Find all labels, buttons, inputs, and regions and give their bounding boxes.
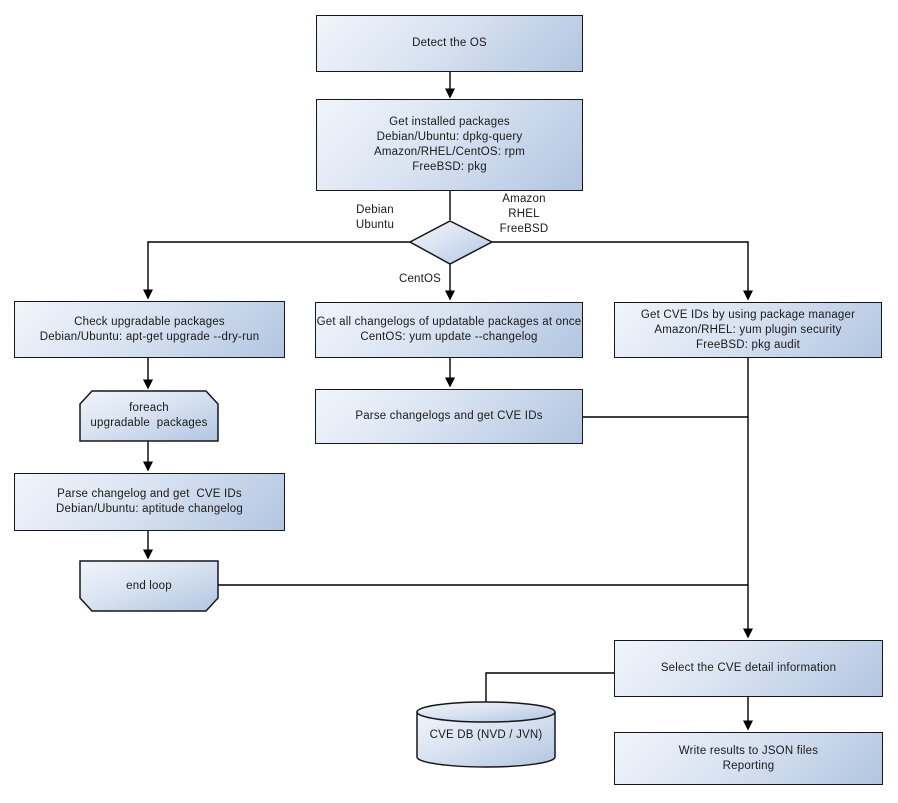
node-line: end loop <box>126 579 172 592</box>
node-detect-os: Detect the OS <box>316 15 583 72</box>
node-get-all-changelogs: Get all changelogs of updatable packages… <box>315 302 583 358</box>
node-line: Detect the OS <box>412 37 487 49</box>
branch-label-line: RHEL <box>508 208 540 220</box>
node-line: FreeBSD: pkg audit <box>696 338 800 351</box>
node-line: upgradable packages <box>90 417 208 429</box>
branch-label-line: CentOS <box>398 273 442 285</box>
node-write-results: Write results to JSON files Reporting <box>614 732 883 785</box>
node-line: Get all changelogs of updatable packages… <box>316 316 582 328</box>
node-line: Debian/Ubuntu: aptitude changelog <box>56 503 243 515</box>
branch-label-debian-ubuntu: Debian Ubuntu <box>335 203 415 233</box>
end-loop-shape <box>79 560 219 612</box>
connector-decision-to-check-upgradable <box>143 241 410 300</box>
node-line: Get CVE IDs by using package manager <box>640 308 856 321</box>
node-check-upgradable-packages: Check upgradable packages Debian/Ubuntu:… <box>14 301 285 358</box>
node-parse-changelog-left: Parse changelog and get CVE IDs Debian/U… <box>14 473 285 531</box>
node-foreach-loop-label: foreach upgradable packages <box>80 391 218 441</box>
connector-decision-to-get-cve-ids <box>492 241 753 301</box>
node-line: Amazon/RHEL/CentOS: rpm <box>374 146 525 158</box>
node-line: CVE DB (NVD / JVN) <box>429 728 543 741</box>
branch-label-line: Amazon <box>502 193 546 205</box>
connector-cvedb-to-select <box>485 672 614 702</box>
node-get-cve-ids-right: Get CVE IDs by using package manager Ama… <box>614 302 882 358</box>
node-line: Write results to JSON files <box>678 744 819 757</box>
node-select-cve-detail: Select the CVE detail information <box>614 640 883 697</box>
node-line: Get installed packages <box>389 116 510 128</box>
node-line: Debian/Ubuntu: dpkg-query <box>376 131 523 143</box>
foreach-loop-shape <box>79 390 219 442</box>
cve-db-cylinder <box>416 701 556 768</box>
node-line: Parse changelogs and get CVE IDs <box>355 410 543 422</box>
branch-label-line: Debian <box>356 204 394 216</box>
node-get-installed-packages: Get installed packages Debian/Ubuntu: dp… <box>316 99 583 191</box>
node-line: Reporting <box>722 759 775 772</box>
node-end-loop-label: end loop <box>80 561 218 611</box>
node-line: foreach <box>129 402 169 414</box>
node-line: Amazon/RHEL: yum plugin security <box>654 323 842 336</box>
branch-label-line: FreeBSD <box>499 223 549 235</box>
node-line: Check upgradable packages <box>74 315 225 328</box>
node-line: Debian/Ubuntu: apt-get upgrade --dry-run <box>39 330 260 343</box>
node-line: FreeBSD: pkg <box>412 161 487 173</box>
branch-label-amazon-rhel-freebsd: Amazon RHEL FreeBSD <box>484 192 564 237</box>
node-line: Select the CVE detail information <box>660 662 837 674</box>
branch-label-centos: CentOS <box>385 272 455 287</box>
node-line: Parse changelog and get CVE IDs <box>57 488 242 500</box>
branch-label-line: Ubuntu <box>355 219 395 231</box>
node-line: CentOS: yum update --changelog <box>360 331 538 343</box>
decision-diamond <box>408 220 494 265</box>
node-parse-changelogs-mid: Parse changelogs and get CVE IDs <box>315 389 583 444</box>
node-cve-db-label: CVE DB (NVD / JVN) <box>417 706 555 764</box>
